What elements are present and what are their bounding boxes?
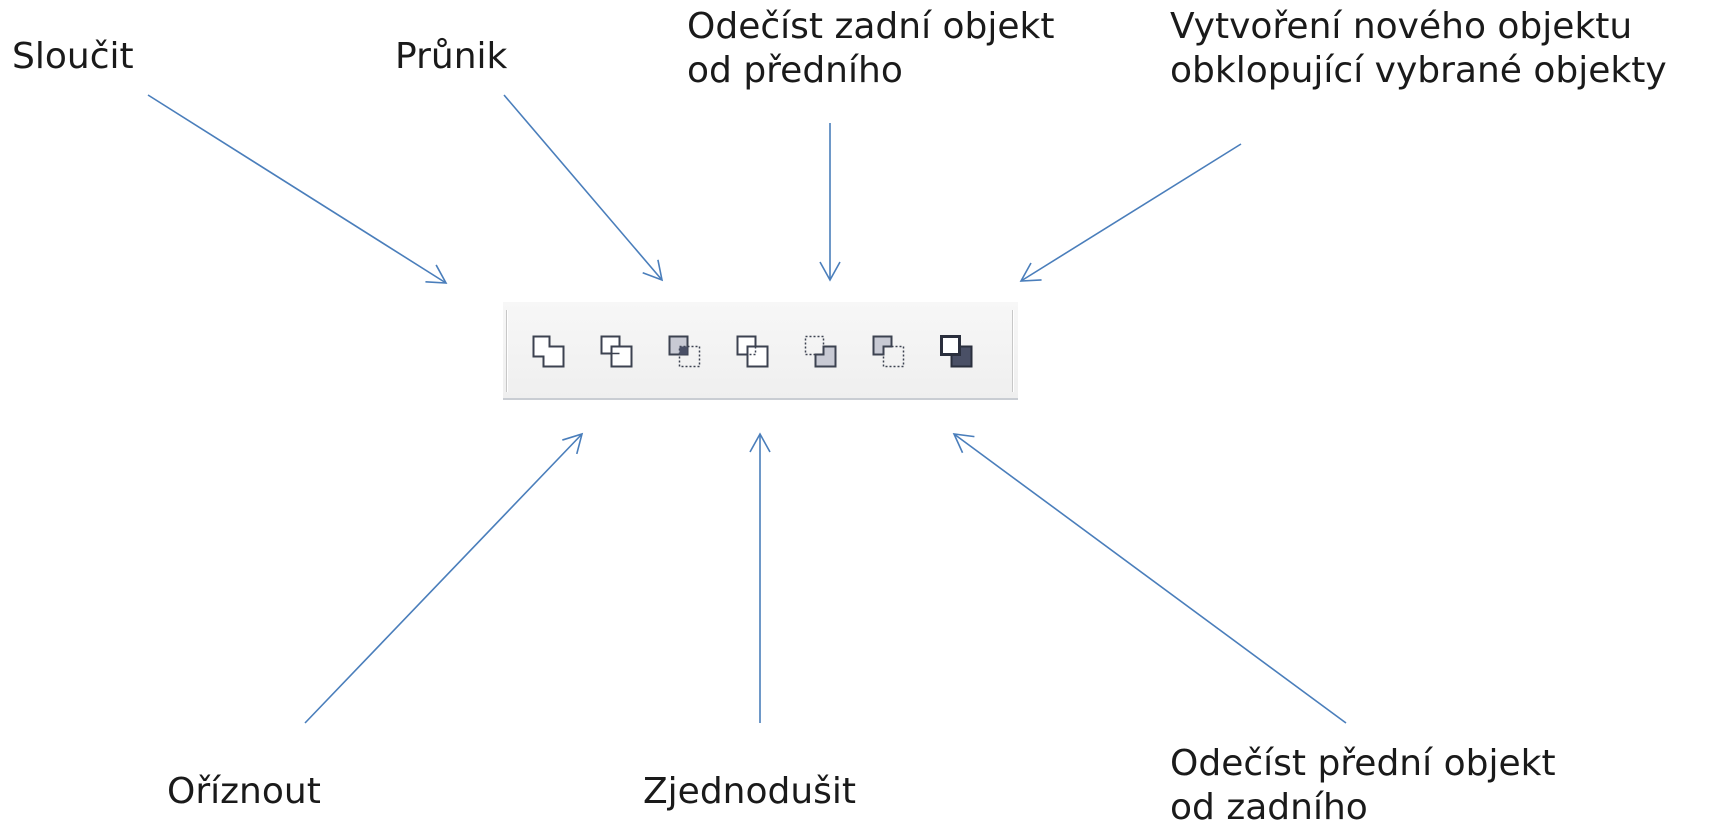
label-combine: Sloučit	[12, 35, 134, 79]
intersect-icon	[668, 335, 701, 368]
toolbar-separator-right	[1012, 310, 1014, 392]
simplify-icon	[736, 335, 769, 368]
toolbar-separator-left	[506, 310, 508, 392]
label-back-minus-front-line1: Odečíst zadní objekt	[687, 6, 1055, 47]
arrow-combine	[147, 94, 448, 284]
label-boundary: Vytvoření nového objektu obklopující vyb…	[1170, 5, 1667, 93]
label-trim: Oříznout	[167, 770, 321, 814]
back-minus-front-button[interactable]	[869, 332, 909, 372]
boundary-icon	[940, 335, 973, 368]
trim-button[interactable]	[597, 332, 637, 372]
label-back-minus-front-line2: od předního	[687, 50, 903, 91]
label-front-minus-back-line2: od zadního	[1170, 787, 1368, 828]
label-front-minus-back-line1: Odečíst přední objekt	[1170, 743, 1556, 784]
arrow-front-minus-back	[952, 433, 1347, 724]
back-minus-front-icon	[872, 335, 905, 368]
simplify-button[interactable]	[733, 332, 773, 372]
label-intersect: Průnik	[395, 35, 507, 79]
front-minus-back-icon	[804, 335, 837, 368]
arrow-boundary	[1019, 143, 1242, 282]
boundary-button[interactable]	[937, 332, 977, 372]
shaping-toolbar	[503, 302, 1018, 400]
front-minus-back-button[interactable]	[801, 332, 841, 372]
label-front-minus-back: Odečíst přední objekt od zadního	[1170, 742, 1556, 830]
arrow-intersect	[503, 94, 664, 282]
combine-icon	[532, 335, 565, 368]
label-trim-text: Oříznout	[167, 771, 321, 812]
trim-icon	[600, 335, 633, 368]
label-simplify: Zjednodušit	[643, 770, 856, 814]
label-boundary-line2: obklopující vybrané objekty	[1170, 50, 1667, 91]
label-boundary-line1: Vytvoření nového objektu	[1170, 6, 1633, 47]
arrow-trim	[304, 432, 584, 724]
label-simplify-text: Zjednodušit	[643, 771, 857, 812]
intersect-button[interactable]	[665, 332, 705, 372]
label-back-minus-front: Odečíst zadní objekt od předního	[687, 5, 1055, 93]
label-combine-text: Sloučit	[12, 36, 134, 77]
label-intersect-text: Průnik	[395, 36, 508, 77]
combine-button[interactable]	[529, 332, 569, 372]
